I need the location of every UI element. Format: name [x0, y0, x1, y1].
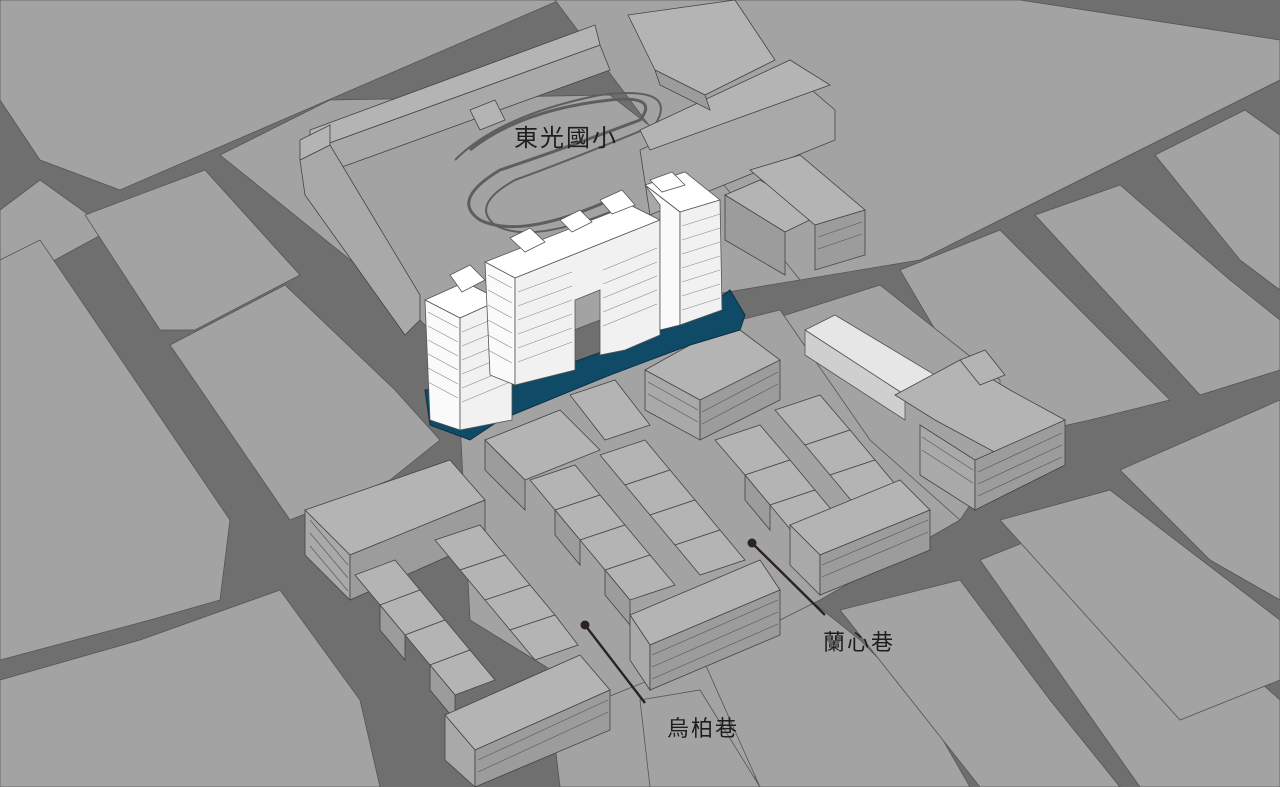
city-block [0, 589, 381, 787]
building-cluster-east [714, 314, 1066, 596]
leader-line-lanxin [751, 542, 826, 616]
city-block [0, 239, 231, 661]
lane-label-lanxin: 蘭心巷 [823, 631, 895, 656]
city-block [84, 169, 301, 331]
highlighted-development [424, 171, 746, 441]
building-cluster-west [304, 459, 611, 787]
building-cluster-middle [484, 329, 781, 692]
building-cluster-northeast [724, 154, 866, 276]
leader-dot-wubo [580, 620, 590, 630]
city-block [999, 489, 1280, 721]
city-block [839, 579, 1121, 787]
city-block [169, 284, 441, 521]
city-block [1119, 399, 1280, 601]
city-block [639, 689, 761, 787]
label-leaders [580, 538, 826, 704]
city-block [0, 0, 561, 191]
city-block [1034, 184, 1280, 396]
lane-label-wubo: 烏柏巷 [667, 717, 739, 742]
leader-line-wubo [584, 624, 646, 704]
city-block [1154, 109, 1280, 291]
leader-dot-lanxin [747, 538, 757, 548]
school-label: 東光國小 [514, 124, 618, 152]
